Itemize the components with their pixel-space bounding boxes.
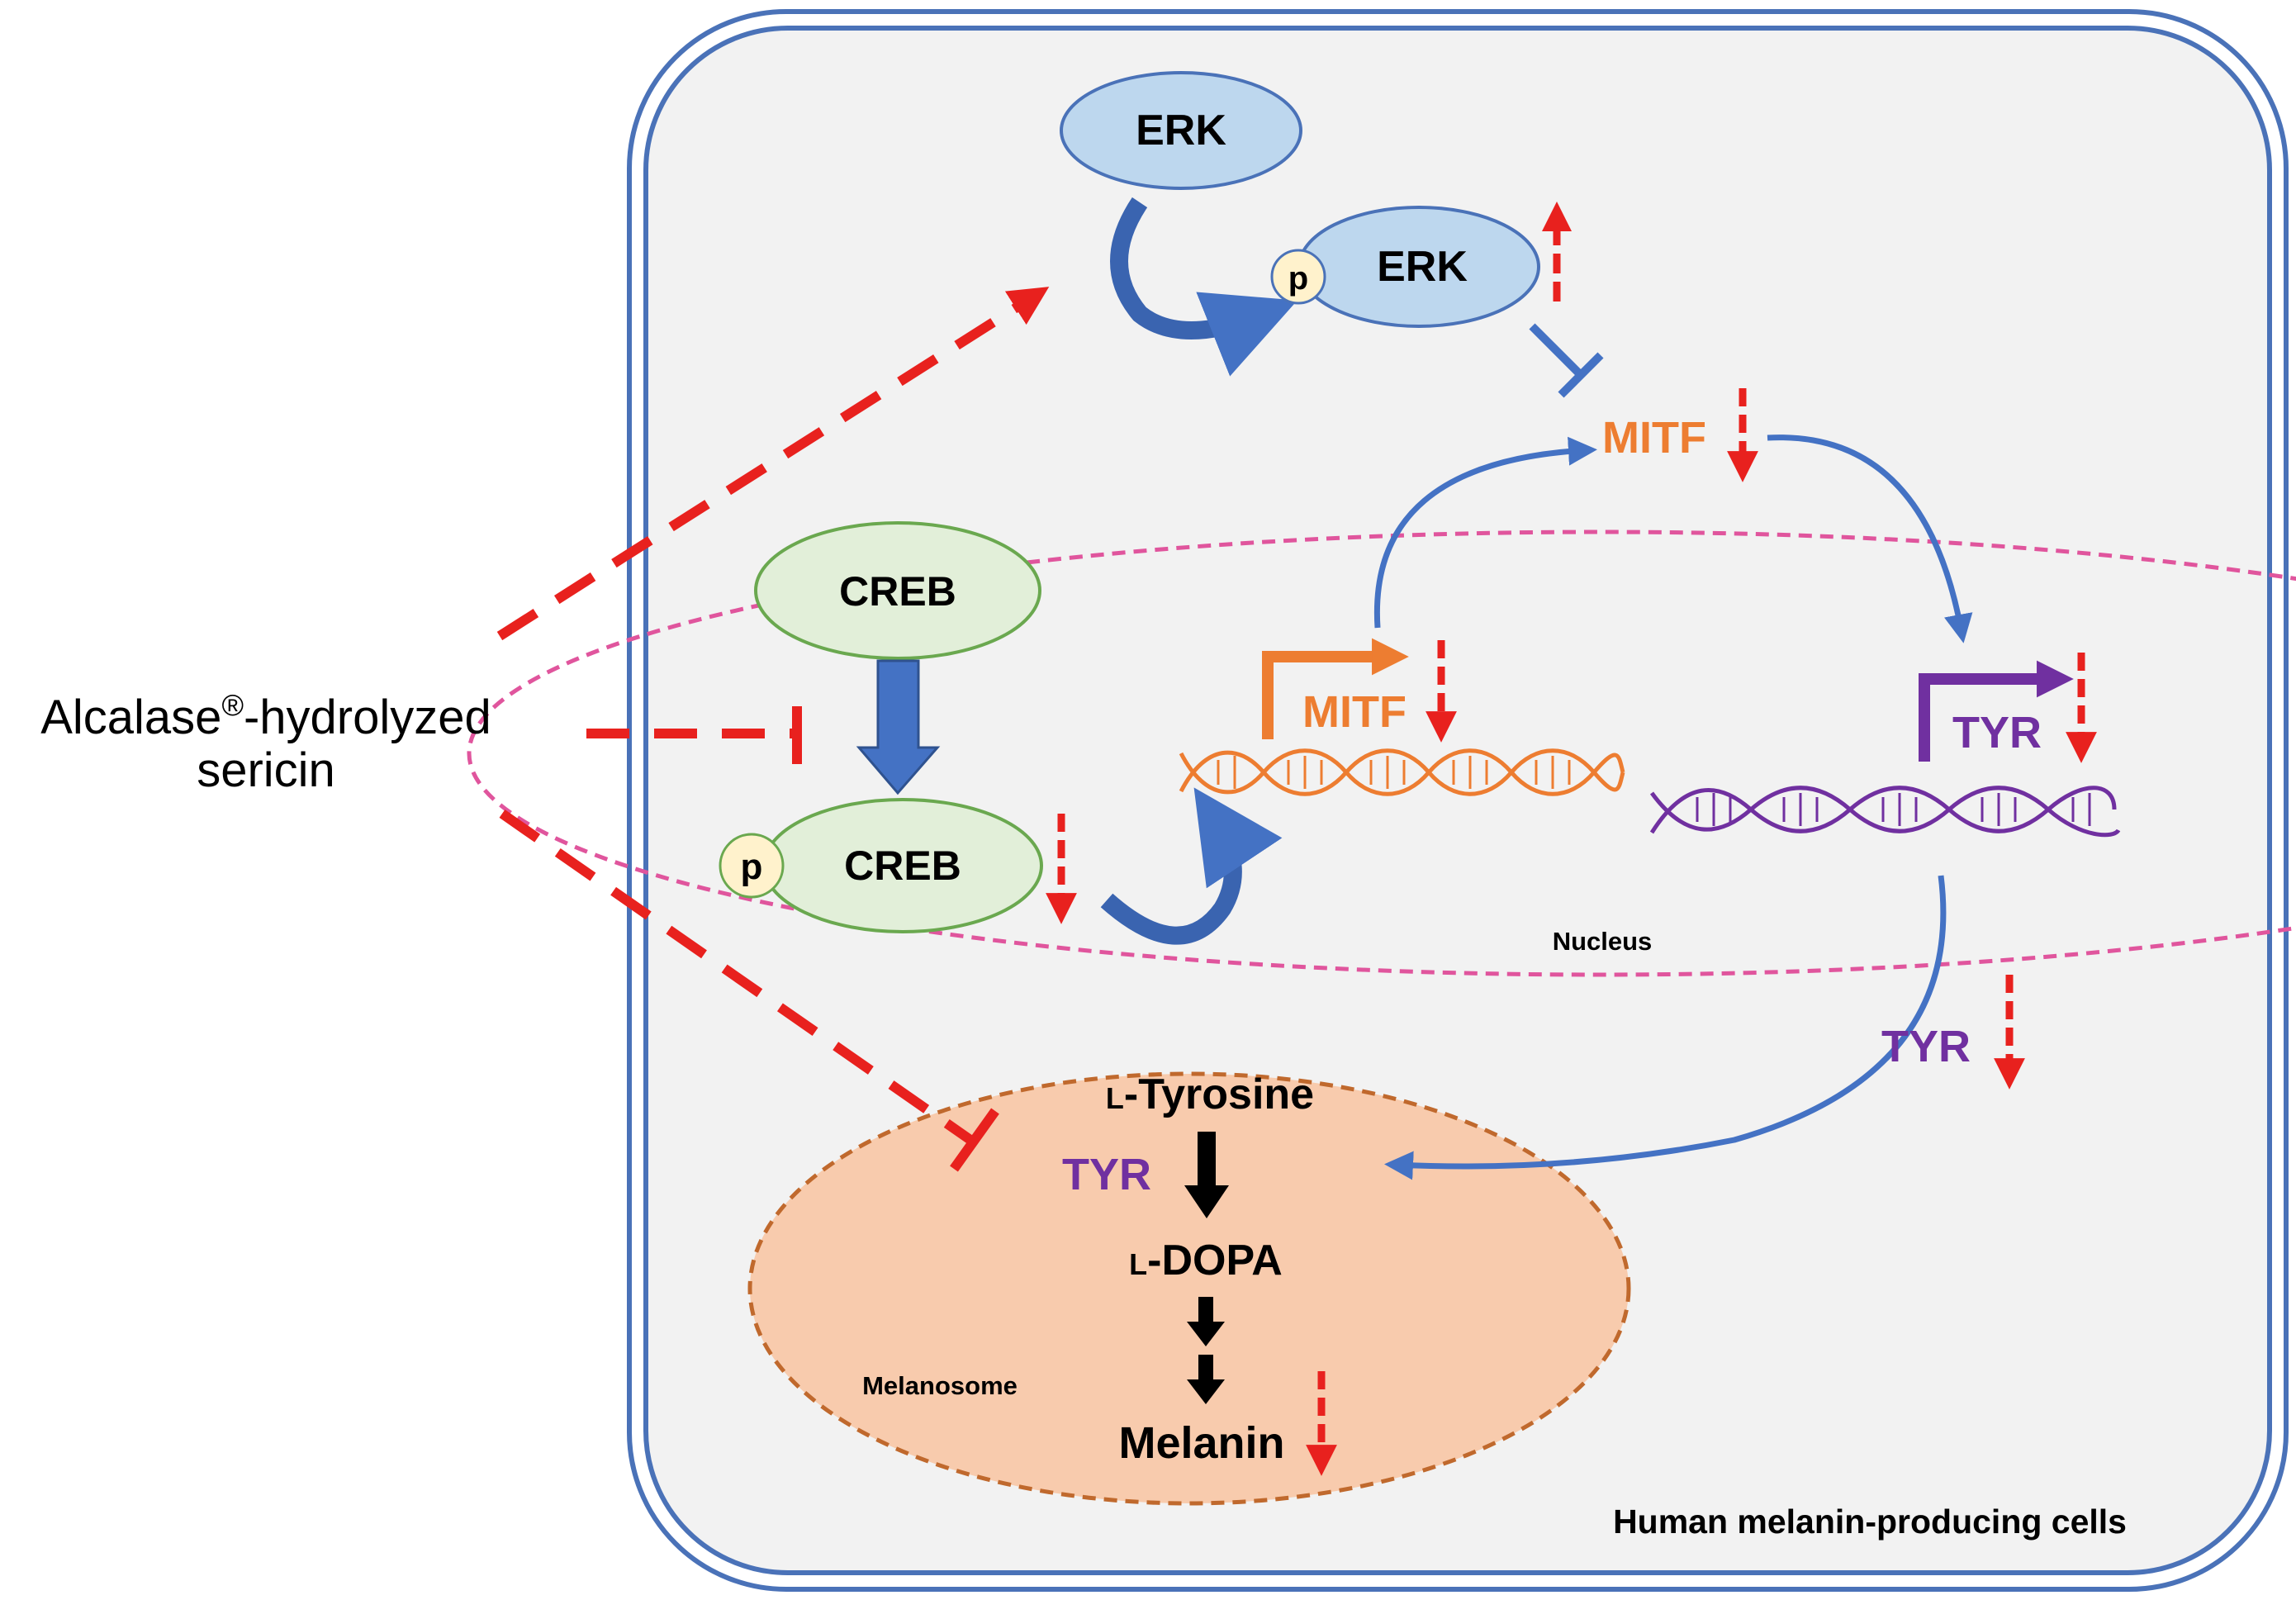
l-dopa-suffix: -DOPA: [1147, 1237, 1283, 1284]
creb-phosphorylation-arrow: [856, 659, 941, 795]
treatment-inhibits-creb: [586, 706, 802, 764]
p-creb-node: p CREB: [719, 798, 1043, 933]
tyr-protein-label: TYR: [1881, 1022, 1971, 1071]
creb-label: CREB: [839, 568, 956, 615]
svg-text:L-Tyrosine: L-Tyrosine: [1106, 1071, 1314, 1118]
treatment-inhibits-tyr: [499, 809, 999, 1172]
creb-phospho-badge: [719, 833, 785, 899]
l-tyrosine-label: L-Tyrosine: [1106, 1071, 1314, 1118]
svg-text:Alcalase®-hydrolyzed: Alcalase®-hydrolyzed: [40, 688, 491, 744]
treatment-name-line2: sericin: [197, 743, 335, 797]
erk-phosphorylation-arrow: [1110, 197, 1297, 377]
tyr-enzyme-label: TYR: [1062, 1150, 1151, 1199]
nucleus-boundary: [467, 529, 2296, 977]
l-dopa-prefix: L: [1129, 1247, 1147, 1281]
melanin-label: Melanin: [1118, 1418, 1284, 1468]
cell-label: Human melanin-producing cells: [1613, 1503, 2127, 1541]
mitf-dna-helix: [1179, 748, 1625, 796]
erk-phospho-badge-label: p: [1288, 260, 1308, 297]
creb-phospho-badge-label: p: [741, 847, 763, 887]
treatment-registered-mark: ®: [221, 688, 244, 722]
svg-text:L-DOPA: L-DOPA: [1129, 1237, 1283, 1284]
mitf-protein-label: MITF: [1602, 413, 1706, 463]
erk-phospho-badge: [1270, 249, 1326, 305]
l-tyrosine-prefix: L: [1106, 1081, 1124, 1115]
erk-node: ERK: [1060, 71, 1302, 190]
p-creb-activates-mitf-arrow: [1100, 787, 1283, 945]
tyr-transport-arrow: [1384, 875, 1947, 1180]
mitf-gene-label: MITF: [1302, 687, 1407, 737]
mitf-activates-tyr-arrow: [1767, 434, 1973, 643]
treatment-label: Alcalase®-hydrolyzed sericin: [40, 688, 491, 797]
l-dopa-label: L-DOPA: [1129, 1237, 1283, 1284]
erk-label: ERK: [1136, 107, 1226, 154]
l-tyrosine-suffix: -Tyrosine: [1124, 1071, 1314, 1118]
mitf-translation-arrow: [1373, 436, 1597, 629]
tyrosine-to-dopa-arrow: [1184, 1132, 1229, 1218]
tyr-gene-label: TYR: [1952, 708, 2042, 757]
treatment-name-prefix: Alcalase: [40, 691, 221, 744]
p-erk-inhibits-mitf: [1529, 323, 1604, 398]
creb-node: CREB: [754, 521, 1041, 660]
tyr-dna-helix: [1649, 786, 2121, 838]
p-erk-node: p ERK: [1270, 206, 1540, 328]
treatment-activates-erk: [496, 287, 1050, 641]
melanosome-label: Melanosome: [862, 1371, 1018, 1400]
nucleus-label: Nucleus: [1553, 927, 1653, 956]
p-creb-label: CREB: [844, 843, 961, 889]
tyr-gene: TYR: [1919, 653, 2097, 763]
dopa-to-melanin-arrow-1: [1187, 1297, 1225, 1346]
treatment-name-suffix: -hydrolyzed: [244, 691, 491, 744]
dopa-to-melanin-arrow-2: [1187, 1355, 1225, 1404]
mitf-gene: MITF: [1262, 638, 1457, 743]
p-erk-label: ERK: [1377, 243, 1468, 291]
melanosome-boundary: [747, 1071, 1631, 1506]
